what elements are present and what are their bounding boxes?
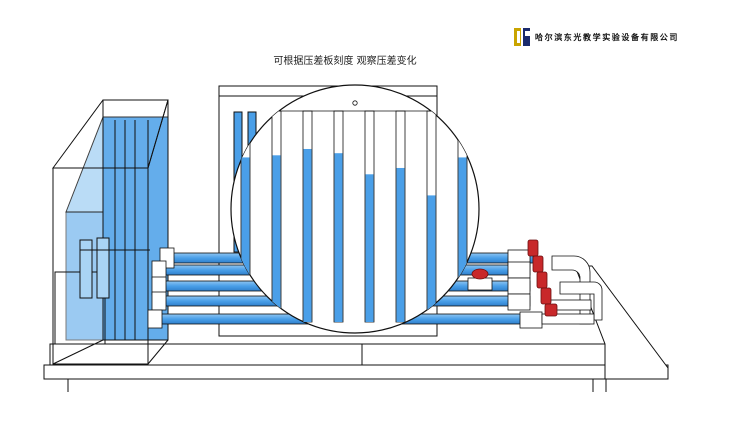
water-column — [334, 153, 343, 322]
company-name: 哈尔滨东光教学实验设备有限公司 — [535, 31, 679, 42]
valve-handles — [471, 239, 558, 317]
water-column — [272, 155, 281, 322]
caption: 可根据压差板刻度 观察压差变化 — [273, 56, 417, 67]
water-column — [427, 195, 436, 322]
company-brand: 哈尔滨东光教学实验设备有限公司 — [514, 28, 679, 46]
water-column — [365, 174, 374, 322]
water-column — [241, 157, 250, 322]
table — [43, 265, 669, 392]
magnifier-lens — [230, 84, 480, 334]
lens-pin — [352, 100, 358, 106]
water-column — [303, 148, 312, 322]
water-column — [396, 167, 405, 322]
water-column — [458, 157, 467, 322]
company-logo-icon — [514, 28, 530, 46]
